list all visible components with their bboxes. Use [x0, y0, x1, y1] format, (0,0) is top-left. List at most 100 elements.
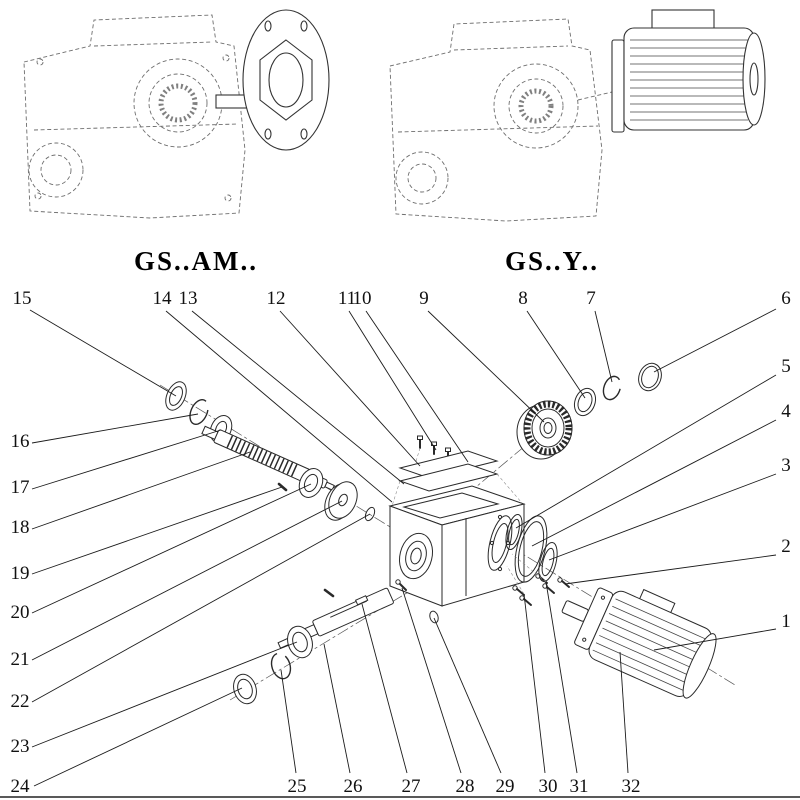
input-gear-hidden — [158, 83, 198, 123]
worm-axis-line — [159, 384, 401, 534]
callout-leader-line-10 — [365, 310, 469, 463]
output-flange — [242, 9, 330, 151]
exploded-view — [159, 362, 736, 705]
callout-number-31: 31 — [570, 776, 589, 797]
input-gear-hidden-2 — [518, 88, 554, 124]
small-washer — [429, 610, 439, 624]
electric-motor-assembled — [611, 9, 766, 133]
callout-number-1: 1 — [781, 611, 791, 632]
callout-number-8: 8 — [518, 288, 528, 309]
callout-leader-line-2 — [564, 554, 777, 585]
flange-gasket-rings — [505, 513, 558, 583]
callout-number-30: 30 — [539, 776, 558, 797]
callout-leader-line-19 — [31, 486, 283, 575]
callout-leader-line-9 — [427, 310, 545, 423]
callout-leader-line-6 — [653, 308, 777, 373]
callout-leader-line-20 — [31, 483, 312, 614]
gear-snap-ring — [602, 375, 622, 401]
shaft-key — [354, 595, 369, 606]
callout-number-20: 20 — [11, 602, 30, 623]
gear-retaining-ring — [638, 362, 662, 392]
callout-leader-line-12 — [279, 310, 421, 467]
callout-number-4: 4 — [781, 401, 791, 422]
output-snap-ring — [270, 652, 292, 680]
callout-number-23: 23 — [11, 736, 30, 757]
inspection-cover-plate — [398, 450, 499, 479]
callout-leader-line-11 — [348, 310, 437, 451]
callout-leader-line-7 — [594, 310, 613, 383]
model-label-gs-y: GS..Y.. — [505, 246, 599, 276]
electric-motor — [561, 587, 717, 699]
callout-leader-line-23 — [31, 641, 298, 748]
motor-terminal-box — [651, 9, 715, 31]
callout-leader-line-5 — [515, 374, 777, 529]
callout-leader-line-17 — [31, 429, 222, 490]
callout-leader-line-26 — [323, 643, 351, 774]
callout-leader-line-25 — [280, 669, 297, 774]
callout-number-2: 2 — [781, 536, 791, 557]
callout-number-9: 9 — [419, 288, 429, 309]
callout-leader-line-3 — [548, 473, 777, 561]
output-seal — [233, 673, 257, 705]
small-o-ring — [364, 506, 376, 522]
gearbox-housing — [388, 485, 526, 607]
callout-number-19: 19 — [11, 563, 30, 584]
callout-leader-line-21 — [31, 500, 343, 661]
gear-spacer-ring — [573, 387, 597, 417]
callout-number-11: 11 — [338, 288, 356, 309]
assembled-view-gs-am — [23, 9, 330, 219]
assembled-view-gs-y — [389, 9, 766, 222]
callout-number-5: 5 — [781, 356, 791, 377]
callout-number-32: 32 — [622, 776, 641, 797]
housing-bolt — [395, 579, 407, 591]
spacer-ring — [505, 513, 523, 551]
flange-bolts — [506, 553, 570, 606]
callout-number-16: 16 — [11, 431, 30, 452]
cover-screw-1 — [417, 435, 423, 449]
callout-leader-line-32 — [619, 651, 629, 774]
callout-leader-line-28 — [401, 587, 462, 774]
callout-number-22: 22 — [11, 691, 30, 712]
callout-number-10: 10 — [353, 288, 372, 309]
callout-number-27: 27 — [402, 776, 421, 797]
callout-number-18: 18 — [11, 517, 30, 538]
gear-axis-line — [469, 419, 557, 493]
callout-number-13: 13 — [179, 288, 198, 309]
callout-number-29: 29 — [496, 776, 515, 797]
callout-leader-line-16 — [31, 413, 199, 444]
parallel-pin — [323, 588, 335, 598]
helical-gear — [516, 400, 573, 460]
callout-leader-line-14 — [165, 310, 393, 503]
callout-leader-line-27 — [361, 603, 408, 774]
callout-leader-line-30 — [523, 593, 546, 774]
callout-number-28: 28 — [456, 776, 475, 797]
callout-number-7: 7 — [586, 288, 596, 309]
callout-leader-line-31 — [545, 581, 578, 774]
callout-leader-line-15 — [29, 309, 177, 397]
worm-bearing — [298, 468, 324, 498]
thrust-disc — [324, 481, 358, 521]
callout-number-6: 6 — [781, 288, 791, 309]
callout-number-17: 17 — [11, 477, 30, 498]
large-gasket-ring — [514, 515, 548, 583]
callout-leader-line-24 — [33, 687, 243, 787]
callout-number-24: 24 — [11, 776, 31, 797]
callout-leader-line-1 — [653, 628, 777, 651]
callout-leader-line-4 — [531, 419, 777, 547]
input-retaining-ring — [189, 398, 209, 426]
model-label-gs-am: GS..AM.. — [134, 246, 258, 276]
motor-end-cap — [742, 32, 766, 126]
motor-fan-cover — [682, 633, 717, 699]
callout-leader-line-18 — [31, 451, 251, 530]
callout-leader-line-29 — [433, 617, 502, 774]
callout-number-26: 26 — [344, 776, 363, 797]
callout-number-21: 21 — [11, 649, 30, 670]
callout-number-15: 15 — [13, 288, 32, 309]
callout-number-14: 14 — [153, 288, 173, 309]
output-bearing — [287, 625, 313, 659]
dowel-pin — [277, 482, 288, 492]
callout-leader-line-13 — [191, 310, 405, 485]
